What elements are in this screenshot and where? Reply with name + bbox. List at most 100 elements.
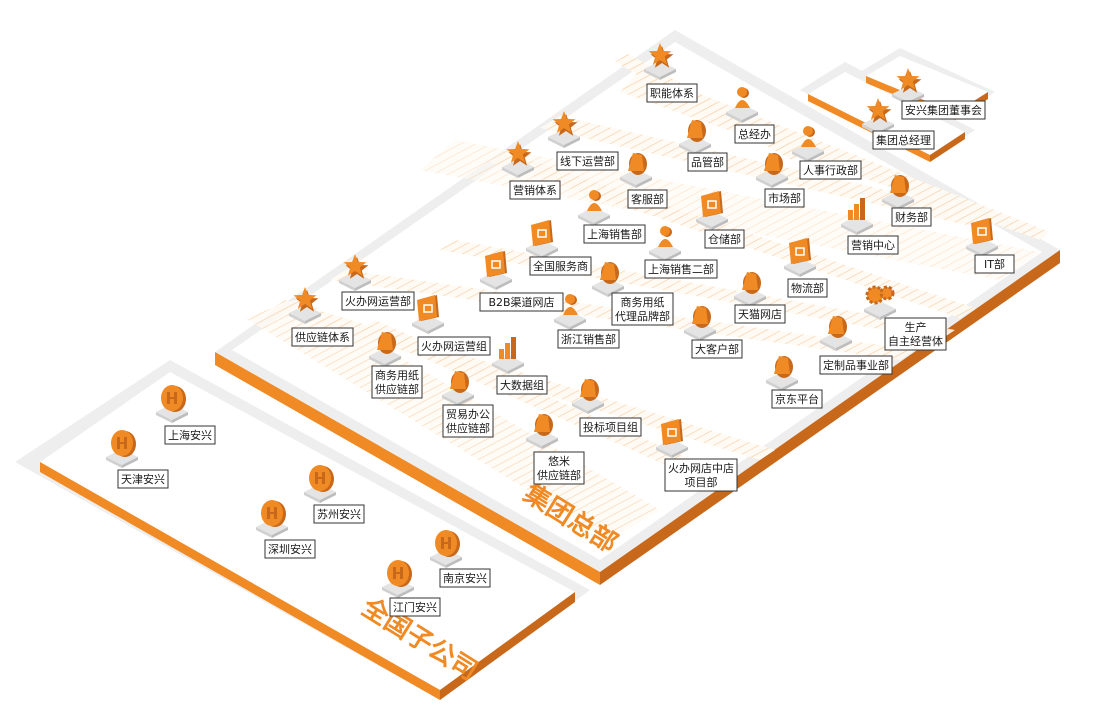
node-label-box [371,365,423,399]
org-node-shanghaixiaoshou2[interactable]: 上海销售二部 [644,226,718,279]
org-node-dongshihui[interactable]: 安兴集团董事会 [892,68,986,120]
star-icon [289,287,321,324]
node-label-box [264,539,316,559]
node-label: 深圳安兴 [268,542,312,556]
node-label-box [313,504,365,524]
node-label: 大数据组 [500,378,544,392]
org-node-shanghaianxing[interactable]: 上海安兴 [156,385,216,445]
org-node-dakehu[interactable]: 大客户部 [684,306,743,359]
subsidiary-platform [15,360,590,700]
org-node-xianxia[interactable]: 线下运营部 [548,111,619,171]
magnifier-icon [756,153,788,188]
tools-icon [442,371,474,406]
node-label-box [884,317,947,351]
node-label-box [509,180,561,200]
node-label: 悠米 [548,454,570,468]
org-node-b2b[interactable]: B2B渠道网店 [479,251,564,312]
gear-icon [864,285,896,320]
org-node-renshi[interactable]: 人事行政部 [792,126,862,180]
org-node-kefu[interactable]: 客服部 [620,153,668,209]
node-label: 火办网运营组 [421,339,487,353]
org-node-toubiao[interactable]: 投标项目组 [572,379,642,437]
node-label-box [579,417,642,437]
org-node-huobanzu[interactable]: 火办网运营组 [412,295,491,356]
node-label-box [164,425,216,445]
node-label: 上海销售二部 [648,262,714,276]
org-node-gongyinglian[interactable]: 供应链体系 [289,287,354,347]
jd-icon [766,356,798,391]
node-label: 供应链部 [375,382,419,396]
node-label-box [847,235,899,255]
globe-icon [412,295,444,334]
node-label: 天津安兴 [121,472,165,486]
org-node-dashuju[interactable]: 大数据组 [492,337,548,395]
node-label: 全国服务商 [533,259,588,273]
org-node-zongjingban[interactable]: 总经办 [726,87,775,144]
handshake-icon [684,306,716,341]
org-node-jingdong[interactable]: 京东平台 [766,356,823,409]
node-label-box [291,327,354,347]
org-node-cangchu[interactable]: 仓储部 [696,191,745,249]
org-node-shichang[interactable]: 市场部 [756,153,805,208]
org-node-pinguan[interactable]: 品管部 [679,120,728,172]
org-node-dingzhi[interactable]: 定制品事业部 [819,316,893,375]
bar-chart-icon [492,337,524,374]
node-label: 代理品牌部 [615,309,670,323]
node-label-box [479,292,564,312]
org-node-tianjinanxing[interactable]: 天津安兴 [106,430,169,489]
node-label-box [687,152,728,172]
node-label: 项目部 [685,475,718,489]
node-label-box [529,256,592,276]
org-node-zongjingli[interactable]: 集团总经理 [862,98,935,150]
org-node-it[interactable]: IT部 [966,218,1015,274]
node-label: 浙江销售部 [561,332,616,346]
node-label-box [417,336,491,356]
node-label-box [117,469,169,489]
node-label: 集团总经理 [876,133,931,147]
node-label-box [764,188,805,208]
coin-icon [156,385,188,423]
node-label: 营销中心 [851,238,895,252]
org-node-yingxiaotixi[interactable]: 营销体系 [502,141,561,200]
org-node-caiwu[interactable]: 财务部 [882,175,932,227]
node-label-box [771,389,823,409]
node-label: 市场部 [768,191,801,205]
star-icon [339,254,371,291]
node-label: B2B渠道网店 [488,295,554,309]
org-node-yingxiaozhongxin[interactable]: 营销中心 [841,198,899,255]
org-node-tianmao[interactable]: 天猫网店 [734,272,786,324]
coin-icon [430,530,462,568]
node-label: 营销体系 [513,183,557,197]
coin-icon [382,560,414,598]
warehouse-icon [696,191,728,230]
org-node-nanjinganxing[interactable]: 南京安兴 [430,530,491,588]
org-node-suzhouanxing[interactable]: 苏州安兴 [304,465,365,524]
gavel-icon [572,379,604,414]
org-node-huobanyunying[interactable]: 火办网运营部 [339,254,415,311]
org-node-jiangmenanxing[interactable]: 江门安兴 [382,560,441,617]
people-icon [592,262,624,297]
node-label: 商务用纸 [621,295,665,309]
org-node-shanghaixiaoshou[interactable]: 上海销售部 [578,190,646,244]
org-node-quanguofuwu[interactable]: 全国服务商 [526,220,592,276]
tools-icon [526,414,558,449]
node-label-box [734,124,775,144]
org-node-shenzhenanxing[interactable]: 深圳安兴 [256,500,316,559]
node-label-box [644,259,718,279]
blocks-icon [679,120,711,155]
node-label-box [341,291,415,311]
org-node-wuliu[interactable]: 物流部 [784,238,828,298]
org-node-zhineng[interactable]: 职能体系 [644,43,698,103]
node-label: 火办网店中店 [668,461,734,475]
node-label: 人事行政部 [803,163,858,177]
node-label: 贸易办公 [446,408,490,421]
org-node-zhejiang[interactable]: 浙江销售部 [554,294,620,349]
document-icon [526,220,558,259]
node-label-box [496,375,548,395]
